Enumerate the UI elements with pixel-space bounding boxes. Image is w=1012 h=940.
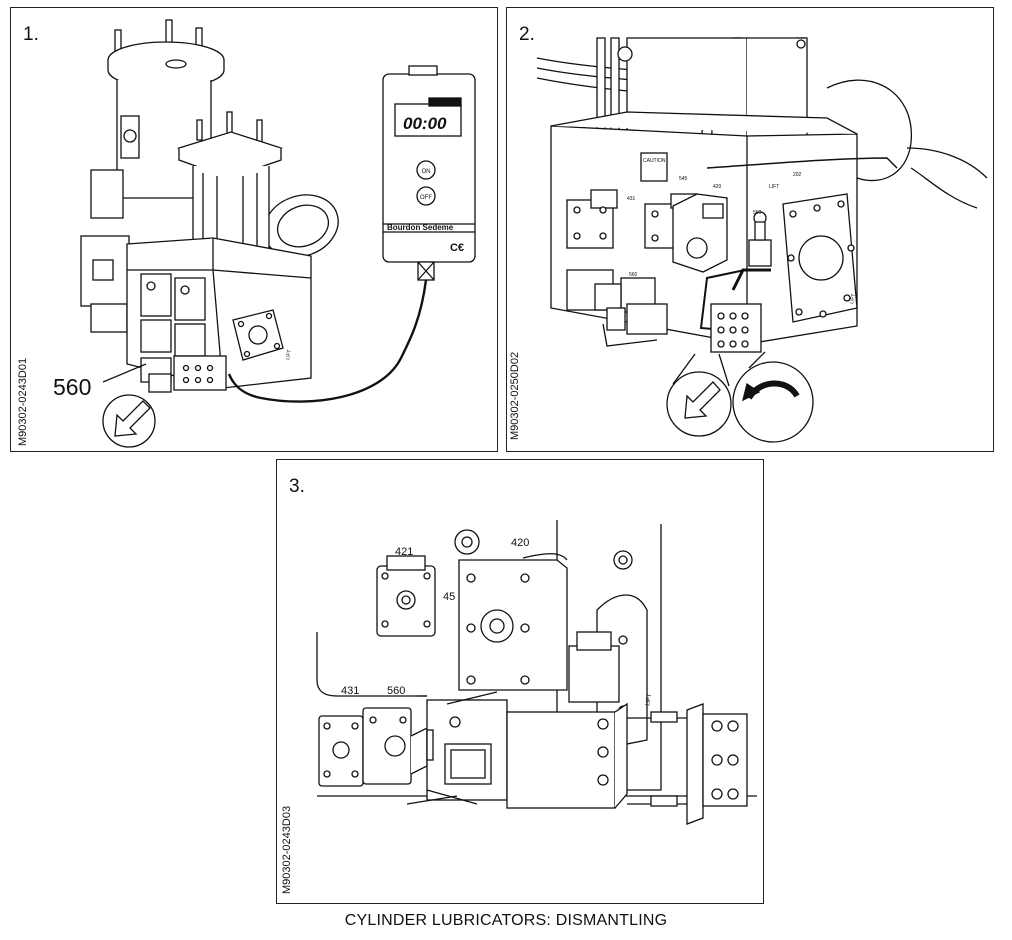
panel-2-label-550: 550: [753, 210, 762, 216]
gauge-ce-mark: C€: [450, 242, 464, 254]
callout-431: 431: [341, 685, 359, 697]
gauge-on-button: ON: [422, 169, 431, 175]
panel-2-number: 2.: [519, 24, 535, 45]
panel-2-lift-label-2: LIFT: [849, 293, 857, 304]
figure-caption: CYLINDER LUBRICATORS: DISMANTLING: [344, 912, 668, 929]
panel-2-lift-label: LIFT: [769, 184, 779, 190]
panel-1-number: 1.: [23, 24, 39, 45]
callout-420: 420: [511, 537, 529, 549]
panel-2-label-560: 560: [629, 272, 638, 278]
panel-3-drawing: 421 420 45 431 560 LIFT: [316, 520, 757, 825]
caution-label: CAUTION: [643, 158, 666, 164]
panel-3-number: 3.: [289, 476, 305, 497]
panel-1: 1. M90302-0243D01: [10, 7, 498, 452]
panel-2-label-545: 545: [679, 176, 688, 182]
callout-45: 45: [443, 591, 455, 603]
panel-1-lift-label: LIFT: [285, 349, 293, 360]
callout-560: 560: [53, 374, 91, 400]
panel-2: 2. M90302-0250D02: [506, 7, 994, 452]
gauge-off-button: OFF: [420, 195, 432, 201]
gauge-display: 00:00: [403, 114, 447, 133]
panel-2-label-202: 202: [793, 172, 802, 178]
panel-2-label-420: 420: [713, 184, 722, 190]
panel-3: 3. M90302-0243D03: [276, 459, 764, 904]
panel-1-drawing: 00:00 ON OFF Bourdon Sedeme C€ LIFT 560: [53, 19, 476, 448]
callout-560: 560: [387, 685, 405, 697]
callout-421: 421: [395, 546, 413, 558]
panel-3-lift-label: LIFT: [645, 693, 653, 707]
panel-2-drawing: CAUTION 545 420 431 560 550 202 LIFT LIF…: [536, 37, 988, 443]
gauge-brand: Bourdon Sedeme: [387, 223, 454, 232]
panel-2-label-431: 431: [627, 196, 636, 202]
